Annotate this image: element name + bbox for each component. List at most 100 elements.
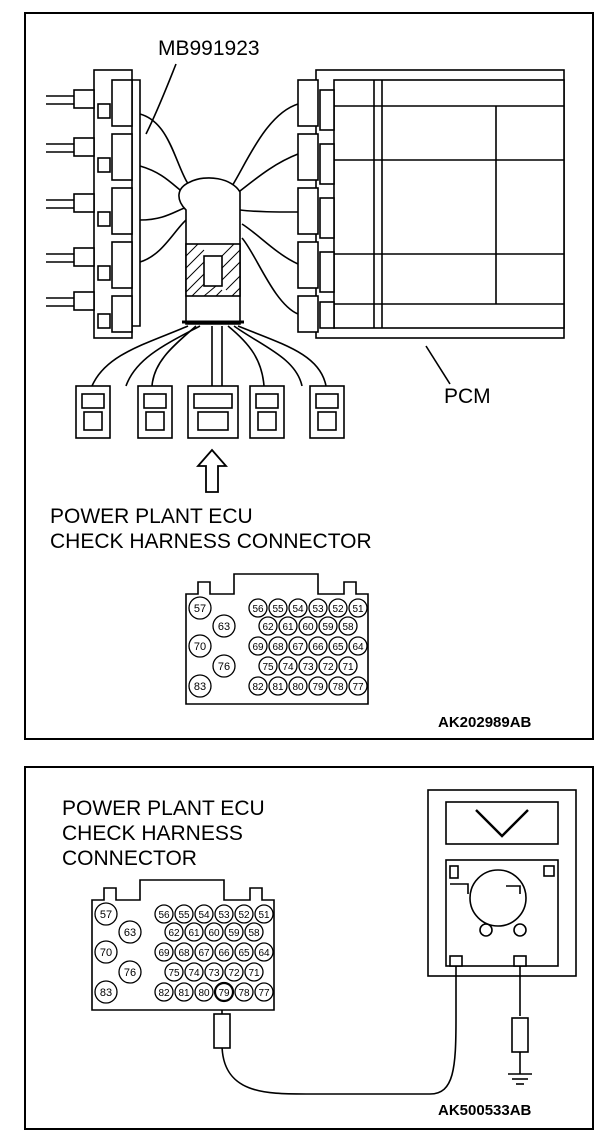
pin-62: 62 (168, 928, 180, 939)
pin-56-circle (154, 904, 174, 924)
pin-80-circle (194, 982, 214, 1002)
pin-83-circle (188, 674, 212, 698)
pin-71-circle (244, 962, 264, 982)
pin-51-circle (348, 598, 368, 618)
pin-71: 71 (248, 968, 260, 979)
pin-77-circle (348, 676, 368, 696)
pin-74-circle (184, 962, 204, 982)
pin-78: 78 (238, 988, 250, 999)
pin-80: 80 (198, 988, 210, 999)
left-connector-stack (46, 69, 141, 339)
pin-51: 51 (352, 604, 364, 615)
pin-52-circle (234, 904, 254, 924)
pin-57-circle (188, 596, 212, 620)
pin-54: 54 (292, 604, 304, 615)
pin-62: 62 (262, 622, 274, 633)
pin-75-circle (164, 962, 184, 982)
pin-66: 66 (312, 642, 324, 653)
pin-63: 63 (124, 927, 136, 939)
pin-53-circle (214, 904, 234, 924)
harness-cables (91, 103, 327, 387)
pin-58-circle (244, 922, 264, 942)
pin-69-circle (154, 942, 174, 962)
pin-73: 73 (208, 968, 220, 979)
pin-81-circle (268, 676, 288, 696)
pin-61: 61 (188, 928, 200, 939)
pin-66-circle (308, 636, 328, 656)
pin-64-circle (254, 942, 274, 962)
pin-53-circle (308, 598, 328, 618)
pin-68-circle (174, 942, 194, 962)
pin-56: 56 (252, 604, 264, 615)
pin-73-circle (204, 962, 224, 982)
pcm-label: PCM (444, 385, 491, 408)
voltage-v-icon (475, 809, 529, 838)
pin-72-circle (224, 962, 244, 982)
tool-label: MB991923 (158, 37, 260, 60)
pin-66: 66 (218, 948, 230, 959)
figure-code: AK500533AB (438, 1102, 532, 1119)
figure-code: AK202989AB (438, 714, 532, 731)
connector-title-line1: POWER PLANT ECU (50, 505, 253, 528)
pin-77-circle (254, 982, 274, 1002)
connector-title-line2: CHECK HARNESS CONNECTOR (50, 530, 372, 553)
pin-55: 55 (178, 910, 190, 921)
pin-75: 75 (262, 662, 274, 673)
pin-80: 80 (292, 682, 304, 693)
pin-56: 56 (158, 910, 170, 921)
pin-69: 69 (252, 642, 264, 653)
pin-60: 60 (302, 622, 314, 633)
connector-title-line2: CHECK HARNESS (62, 822, 243, 845)
pin-70: 70 (194, 641, 206, 653)
pin-73-circle (298, 656, 318, 676)
pin-82-circle (248, 676, 268, 696)
pin-64: 64 (258, 948, 270, 959)
pin-52-circle (328, 598, 348, 618)
pin-61: 61 (282, 622, 294, 633)
connector-title-line3: CONNECTOR (62, 847, 197, 870)
pin-71-circle (338, 656, 358, 676)
pin-74-circle (278, 656, 298, 676)
pin-81: 81 (178, 988, 190, 999)
pin-79: 79 (312, 682, 324, 693)
pin-83: 83 (194, 681, 206, 693)
check-harness-connectors (75, 385, 345, 439)
pin-75-circle (258, 656, 278, 676)
pin-57: 57 (100, 909, 112, 921)
pin-79-circle (213, 981, 235, 1003)
pin-78-circle (234, 982, 254, 1002)
pin-69: 69 (158, 948, 170, 959)
pin-78: 78 (332, 682, 344, 693)
pin-54-circle (288, 598, 308, 618)
pin-60-circle (204, 922, 224, 942)
pin-67: 67 (292, 642, 304, 653)
pin-72-circle (318, 656, 338, 676)
pin-58: 58 (342, 622, 354, 633)
pin-55: 55 (272, 604, 284, 615)
pin-59: 59 (322, 622, 334, 633)
pin-62-circle (258, 616, 278, 636)
pin-58-circle (338, 616, 358, 636)
pin-74: 74 (282, 662, 294, 673)
up-arrow-icon (196, 448, 228, 493)
pin-62-circle (164, 922, 184, 942)
harness-connection-illustration: 5763707683565554535251626160595869686766… (46, 63, 565, 705)
pin-70-circle (188, 634, 212, 658)
pin-77: 77 (258, 988, 270, 999)
pin-75: 75 (168, 968, 180, 979)
ground-icon (508, 1073, 532, 1085)
leader-lines (145, 63, 451, 385)
pin-59-circle (224, 922, 244, 942)
pin-65: 65 (238, 948, 250, 959)
pin-82-circle (154, 982, 174, 1002)
connector-title-line1: POWER PLANT ECU (62, 797, 265, 820)
multimeter (427, 789, 577, 977)
pin-82: 82 (252, 682, 264, 693)
pin-70: 70 (100, 947, 112, 959)
pin-80-circle (288, 676, 308, 696)
